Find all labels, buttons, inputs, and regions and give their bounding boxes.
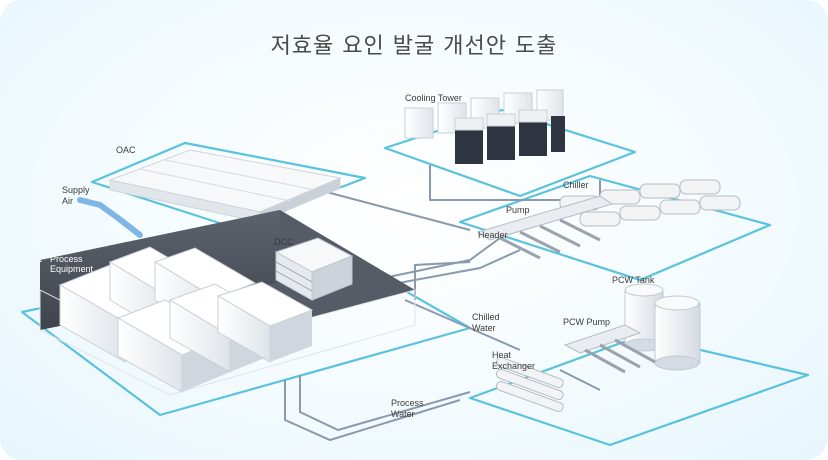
pcw-tanks: [624, 283, 701, 371]
pcw-pump-assembly: [563, 324, 656, 374]
pcw-platform: [468, 334, 810, 447]
page-title: 저효율 요인 발굴 개선안 도출: [270, 34, 558, 59]
dcc-unit: [274, 237, 354, 301]
label-chiller: Chiller: [563, 180, 589, 190]
pipe-process-water: [284, 380, 461, 442]
rack-6: [216, 281, 314, 363]
cooling-tower-units: [404, 89, 565, 164]
cooling-tower-row-back: [404, 89, 564, 139]
label-process-water-2: Water: [391, 409, 415, 419]
label-process-water-1: Process: [391, 398, 424, 408]
label-pcw-tank: PCW Tank: [612, 275, 655, 285]
label-process-equipment-1: Process: [50, 254, 83, 264]
label-chilled-water-2: Water: [472, 323, 496, 333]
process-equipment-racks: [58, 246, 314, 393]
pipe-chilled-water-2: [404, 299, 521, 351]
chiller-equipment: [476, 179, 741, 260]
chiller-units: [559, 179, 741, 227]
chiller-platform: [458, 174, 772, 282]
fab-front-edge: [39, 289, 416, 396]
diagram-labels: Cooling Tower OAC Supply Air Chiller Pum…: [50, 93, 655, 419]
cooling-tower-row-front: [454, 109, 565, 164]
label-process-equipment-2: Equipment: [50, 264, 94, 274]
pump-header-assembly: [476, 195, 614, 260]
label-cooling-tower: Cooling Tower: [405, 93, 462, 103]
pcw-tank-2: [654, 295, 701, 371]
pipe-chilled-water: [414, 261, 471, 300]
label-pump: Pump: [506, 205, 530, 215]
label-header: Header: [478, 230, 508, 240]
oac-platform: [90, 141, 367, 230]
label-supply-air-2: Air: [62, 196, 73, 206]
label-chilled-water-1: Chilled: [472, 312, 500, 322]
pipe-ct-to-chiller: [429, 165, 601, 201]
label-supply-air-1: Supply: [62, 185, 90, 195]
label-heat-exchanger-1: Heat: [492, 350, 512, 360]
label-heat-exchanger-2: Exchanger: [492, 361, 535, 371]
label-oac: OAC: [116, 145, 136, 155]
label-pcw-pump: PCW Pump: [563, 317, 610, 327]
oac-modules: [139, 159, 316, 202]
pipe-hx-to-pcw: [559, 369, 601, 391]
supply-air-duct: [77, 197, 143, 238]
pipe-process-water-2: [299, 375, 471, 432]
label-dcc: DCC: [274, 237, 294, 247]
heat-exchanger-unit: [496, 356, 564, 413]
